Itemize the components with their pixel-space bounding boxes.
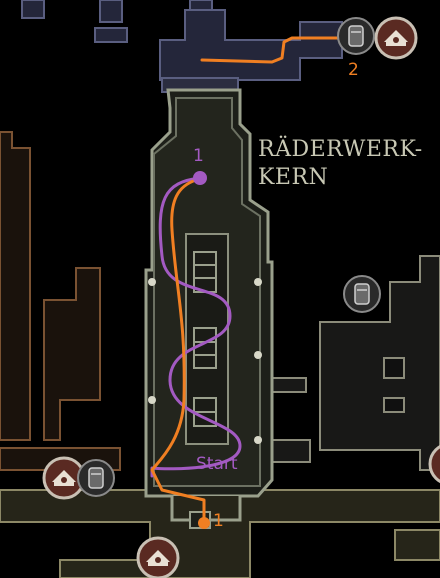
bench-icon[interactable] (136, 536, 180, 578)
east-zone (261, 255, 440, 471)
route-orange-start-marker (198, 517, 210, 529)
route-purple-path (150, 176, 242, 478)
lever-icon[interactable] (336, 16, 376, 56)
bench-icon[interactable] (42, 456, 86, 500)
lever-icon[interactable] (76, 458, 116, 498)
route-purple-start-label: Start (196, 454, 238, 474)
area-name-line1: RÄDERWERK- (258, 137, 423, 162)
route-orange-start-label: 1 (213, 511, 224, 531)
bench-icon[interactable] (428, 442, 440, 486)
route-orange-path (150, 36, 356, 525)
bench-icon[interactable] (374, 16, 418, 60)
north-zone (21, 0, 343, 93)
area-name-line2: KERN (258, 165, 329, 190)
area-name-label: RÄDERWERK- KERN (258, 136, 440, 192)
west-zone (0, 131, 121, 471)
lever-icon[interactable] (342, 274, 382, 314)
bottom-corridor (0, 489, 440, 578)
route-orange-end-label: 2 (348, 60, 359, 80)
route-purple-end-marker (193, 171, 207, 185)
route-purple-end-label: 1 (193, 146, 204, 166)
